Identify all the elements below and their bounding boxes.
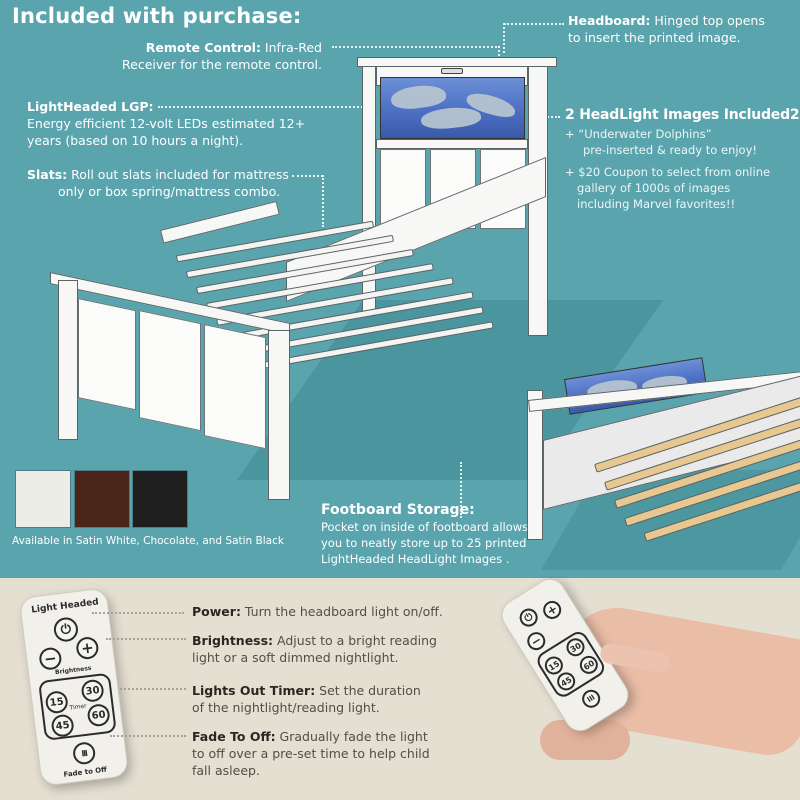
images-bullet-2: + $20 Coupon to select from online galle… (565, 164, 800, 212)
timer-60-button[interactable]: 60 (86, 702, 111, 728)
swatch-chocolate (74, 470, 130, 528)
footboard-leader (460, 462, 462, 518)
bullet-2-line-1: + $20 Coupon to select from online (565, 165, 771, 179)
headboard-text-2: to insert the printed image. (568, 30, 741, 45)
inset-post (527, 390, 543, 540)
footboard-post-left (58, 280, 78, 440)
footboard-text-3: LightHeaded HeadLight Images . (321, 552, 510, 566)
footboard-panel (78, 298, 136, 411)
dolphin-shape (420, 104, 482, 132)
remote-leader-line (332, 46, 500, 48)
brightness-description: Brightness: Adjust to a bright reading l… (192, 632, 437, 666)
footboard-panel (204, 324, 266, 450)
brightness-text-1: Adjust to a bright reading (273, 633, 437, 648)
lgp-label: LightHeaded LGP: (27, 99, 154, 114)
brightness-leader (106, 638, 186, 640)
remote-callout: Remote Control: Infra-Red Receiver for t… (122, 39, 322, 73)
slats-leader-line (292, 175, 323, 177)
bullet-2-line-3: including Marvel favorites!! (577, 197, 736, 211)
power-label: Power: (192, 604, 241, 619)
images-callout: 2 HeadLight Images Included2 + “Underwat… (565, 107, 800, 212)
lgp-leader-line (158, 106, 363, 108)
fade-text-1: Gradually fade the light (275, 729, 428, 744)
slats-leader-drop (322, 175, 324, 227)
images-title: 2 HeadLight Images Included2 (565, 107, 800, 123)
headboard-mid-rail (376, 139, 528, 149)
swatch-satin-black (132, 470, 188, 528)
timer-description: Lights Out Timer: Set the duration of th… (192, 682, 421, 716)
finish-caption: Available in Satin White, Chocolate, and… (12, 535, 284, 547)
ir-receiver (441, 68, 463, 74)
timer-45-button[interactable]: 45 (50, 713, 75, 738)
images-bullet-1: + “Underwater Dolphins” pre-inserted & r… (565, 126, 800, 158)
fade-to-off-button[interactable]: lll (71, 740, 97, 766)
slats-label: Slats: (27, 167, 68, 182)
held-power-button: ⏻ (516, 605, 542, 630)
fade-label: Fade to Off (63, 765, 108, 779)
lgp-text-1: Energy efficient 12-volt LEDs estimated … (27, 116, 306, 131)
footboard-text-1: Pocket on inside of footboard allows (321, 520, 529, 534)
fade-text-2: to off over a pre-set time to help child (192, 746, 430, 761)
brightness-up-button[interactable]: + (75, 635, 100, 661)
footboard-callout: Footboard Storage: Pocket on inside of f… (321, 502, 551, 567)
timer-15-button[interactable]: 15 (44, 689, 69, 715)
fade-description: Fade To Off: Gradually fade the light to… (192, 728, 430, 779)
footboard-title: Footboard Storage: (321, 502, 475, 518)
remote-text-2: Receiver for the remote control. (122, 57, 322, 72)
page-title: Included with purchase: (12, 4, 302, 28)
timer-desc-label: Lights Out Timer: (192, 683, 316, 698)
fade-leader (110, 735, 186, 737)
headboard-leader-drop (503, 23, 505, 53)
bullet-1-line-2: pre-inserted & ready to enjoy! (583, 143, 758, 157)
side-rail-far (160, 200, 280, 244)
dolphin-shape (389, 82, 448, 112)
brightness-down-button[interactable]: − (38, 646, 63, 671)
brightness-text-2: light or a soft dimmed nightlight. (192, 650, 399, 665)
headboard-callout: Headboard: Hinged top opens to insert th… (568, 12, 798, 46)
feature-panel: Included with purchase: Remote Control: … (0, 0, 800, 578)
timer-text-1: Set the duration (315, 683, 421, 698)
bullet-2-line-2: gallery of 1000s of images (577, 181, 731, 195)
remote-leader-drop (498, 46, 500, 56)
headboard-leader-line (504, 23, 564, 25)
slats-text-1: Roll out slats included for mattress (67, 167, 289, 182)
power-button[interactable]: ⏻ (52, 616, 80, 643)
headboard-image (380, 77, 525, 139)
brightness-desc-label: Brightness: (192, 633, 274, 648)
held-plus-button: + (539, 597, 565, 623)
lgp-text-2: years (based on 10 hours a night). (27, 133, 244, 148)
images-leader-line (540, 116, 560, 118)
timer-group: 15 30 45 60 Timer (38, 672, 117, 741)
slats-text-2: only or box spring/mattress combo. (58, 184, 281, 199)
timer-text-2: of the nightlight/reading light. (192, 700, 380, 715)
remote-text-1: Infra-Red (260, 40, 322, 55)
footboard-post-right (268, 330, 290, 500)
held-fade-button: lll (578, 686, 604, 712)
bullet-1-line-1: + “Underwater Dolphins” (565, 127, 712, 141)
timer-leader (120, 688, 186, 690)
lgp-callout: LightHeaded LGP: Energy efficient 12-vol… (27, 98, 357, 149)
timer-label: Timer (69, 702, 88, 712)
timer-30-button[interactable]: 30 (80, 678, 105, 704)
footboard-panel (139, 310, 201, 432)
headboard-label: Headboard: (568, 13, 651, 28)
fade-desc-label: Fade To Off: (192, 729, 276, 744)
fade-text-3: fall asleep. (192, 763, 260, 778)
power-leader (92, 612, 184, 614)
remote-brand: Light Headed (30, 597, 100, 616)
slats-callout: Slats: Roll out slats included for mattr… (27, 166, 317, 200)
remote-label: Remote Control: (145, 40, 261, 55)
power-description: Power: Turn the headboard light on/off. (192, 603, 443, 620)
headboard-text-1: Hinged top opens (650, 13, 765, 28)
held-timer-60: 60 (576, 652, 602, 678)
power-text: Turn the headboard light on/off. (240, 604, 443, 619)
swatch-satin-white (15, 470, 71, 528)
footboard-text-2: you to neatly store up to 25 printed (321, 536, 527, 550)
